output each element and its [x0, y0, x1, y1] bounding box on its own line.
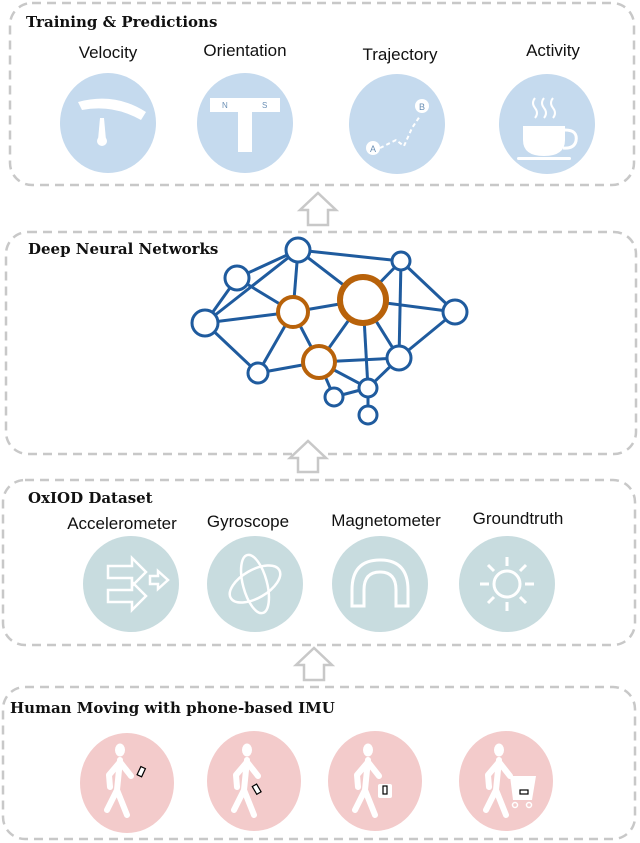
dataset-section-box: [1, 478, 637, 647]
accelerometer-label: Accelerometer: [67, 514, 177, 533]
point-a-letter: A: [370, 144, 376, 154]
activity-label: Activity: [526, 41, 580, 60]
point-b-letter: B: [419, 102, 425, 112]
neuron-node: [357, 377, 379, 399]
network-edge: [297, 248, 402, 263]
walking-phone-bag-circle: [328, 731, 422, 831]
neuron-node: [246, 361, 270, 385]
coffee-cup-icon: [517, 97, 578, 160]
south-letter: S: [262, 101, 267, 110]
human-title: Human Moving with phone-based IMU: [10, 699, 335, 717]
gyroscope-circle: [207, 536, 303, 632]
training-title: Training & Predictions: [26, 13, 217, 31]
highlighted-neuron-node: [276, 295, 310, 329]
human-section-box: [1, 685, 637, 841]
neuron-node: [357, 404, 379, 426]
walking-person-phone-pocket-icon: [231, 743, 262, 818]
speedometer-icon: [78, 98, 146, 146]
sun-icon: [480, 557, 534, 611]
neuron-node: [323, 386, 345, 408]
magnet-icon: [350, 558, 410, 608]
walking-trolley-circle: [459, 731, 553, 831]
neuron-node: [190, 308, 220, 338]
compass-t-icon: N S: [210, 98, 280, 152]
neuron-node: [390, 250, 412, 272]
network-edge: [397, 260, 403, 359]
accelerometer-arrows-icon: [106, 554, 170, 614]
up-arrow-icon: [296, 191, 340, 227]
gyroscope-label: Gyroscope: [207, 512, 289, 531]
activity-circle: [499, 74, 595, 174]
north-letter: N: [222, 101, 228, 110]
trajectory-label: Trajectory: [363, 45, 438, 64]
groundtruth-circle: [459, 536, 555, 632]
walking-phone-hand-circle: [80, 733, 174, 833]
trajectory-path-icon: A B: [366, 99, 429, 155]
magnetometer-circle: [332, 536, 428, 632]
walking-person-trolley-icon: [483, 743, 536, 818]
neural-network-graph: [190, 236, 469, 426]
velocity-label: Velocity: [79, 43, 138, 62]
velocity-circle: [60, 73, 156, 173]
neuron-node: [441, 298, 469, 326]
training-section-box: [8, 1, 636, 187]
dnn-section-box: [4, 230, 638, 456]
dataset-title: OxIOD Dataset: [28, 489, 153, 507]
neuron-node: [385, 344, 413, 372]
neuron-node: [223, 264, 251, 292]
trajectory-circle: [349, 74, 445, 174]
walking-person-phone-bag-icon: [352, 743, 392, 818]
highlighted-neuron-node: [301, 344, 337, 380]
up-arrow-icon: [292, 646, 336, 682]
groundtruth-label: Groundtruth: [473, 509, 564, 528]
orientation-label: Orientation: [203, 41, 286, 60]
up-arrow-icon: [286, 439, 330, 474]
dnn-title: Deep Neural Networks: [28, 240, 218, 258]
walking-person-phone-hand-icon: [104, 743, 147, 818]
neuron-node: [284, 236, 312, 264]
highlighted-neuron-node: [337, 274, 389, 326]
walking-phone-pocket-circle: [207, 731, 301, 831]
gyroscope-icon: [228, 553, 282, 615]
magnetometer-label: Magnetometer: [331, 511, 441, 530]
